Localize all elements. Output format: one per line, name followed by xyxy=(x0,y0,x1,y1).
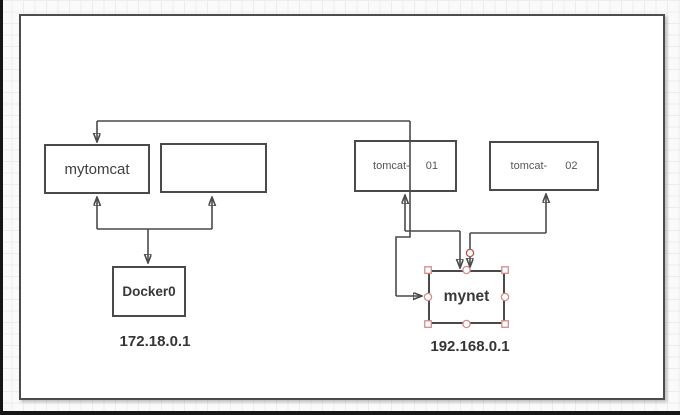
docker0-ip-label[interactable]: 172.18.0.1 xyxy=(119,333,191,350)
node-mytomcat-label: mytomcat xyxy=(64,160,130,178)
node-mynet-label: mynet xyxy=(443,288,490,305)
node-tomcat-01-label-right: 01 xyxy=(425,160,438,172)
node-mytomcat[interactable]: mytomcat xyxy=(44,144,150,194)
mynet-ip-label[interactable]: 192.168.0.1 xyxy=(430,338,510,355)
node-tomcat-02[interactable]: tomcat- 02 xyxy=(489,141,599,191)
screenshot-left-border xyxy=(0,0,3,415)
node-tomcat-02-label-right: 02 xyxy=(565,160,578,172)
screenshot-bottom-border xyxy=(0,411,680,415)
node-docker0-label: Docker0 xyxy=(122,284,176,299)
node-docker0[interactable]: Docker0 xyxy=(112,266,186,317)
outer-boundary-rect[interactable] xyxy=(19,14,665,400)
node-tomcat-02-label-left: tomcat- xyxy=(510,160,548,172)
node-mynet-selected[interactable]: mynet xyxy=(428,270,505,324)
node-tomcat-01-label-left: tomcat- xyxy=(373,160,410,172)
node-empty-container[interactable] xyxy=(160,143,267,193)
node-tomcat-01[interactable]: tomcat- 01 xyxy=(354,140,457,192)
